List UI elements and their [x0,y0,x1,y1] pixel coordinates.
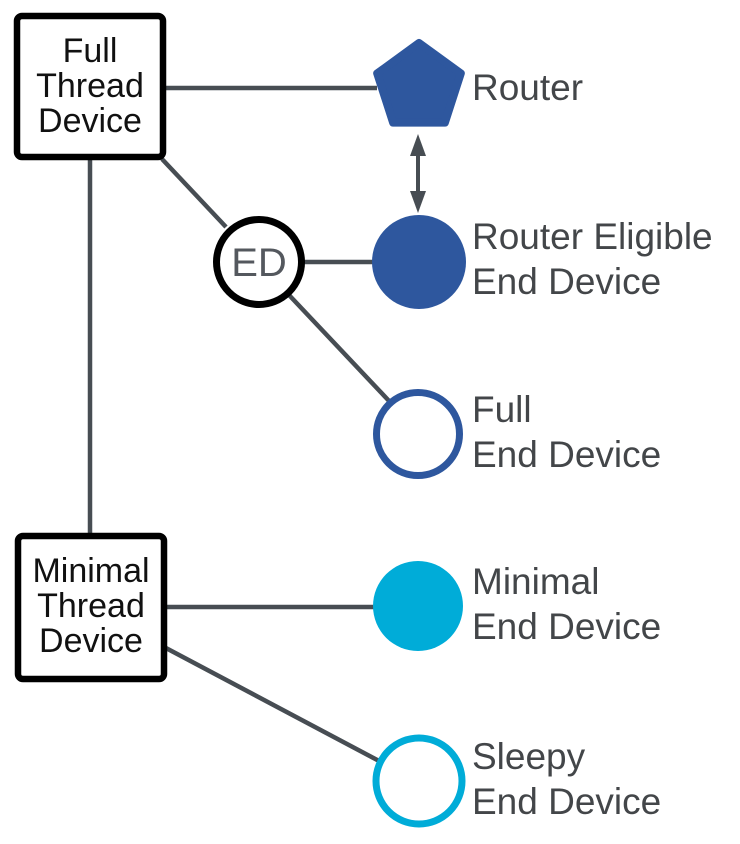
minimal-end-device-node: Minimal End Device [373,561,661,651]
router-node: Router [373,39,583,127]
minimal-thread-device-label-line-2: Thread [37,587,145,625]
router-eligible-end-device-label-line-1: Router Eligible [472,216,713,257]
sleepy-end-device-node: Sleepy End Device [372,734,661,828]
full-thread-device-label-line-1: Full [63,32,118,70]
full-thread-device-node: Full Thread Device [13,12,167,161]
full-end-device-label-line-2: End Device [472,434,661,475]
arrow-head-down-icon [410,191,426,213]
full-end-device-icon [373,389,463,479]
router-label: Router [472,67,583,108]
minimal-thread-device-label-line-1: Minimal [32,552,149,590]
full-thread-device-label-line-2: Thread [36,67,144,105]
ed-circle-icon [213,216,305,308]
minimal-end-device-label-line-2: End Device [472,606,661,647]
connectors [87,85,392,764]
connector-ed-fed [287,293,392,404]
ed-badge-node: ED [213,216,305,308]
router-eligible-end-device-node: Router Eligible End Device [372,215,713,309]
sleepy-end-device-label-line-2: End Device [472,781,661,822]
bidirectional-arrow [410,134,426,213]
full-thread-device-label-line-3: Device [38,102,142,140]
minimal-end-device-icon [373,561,463,651]
router-pentagon-icon [373,39,465,127]
sleepy-end-device-label-line-1: Sleepy [472,736,586,777]
router-eligible-end-device-label-line-2: End Device [472,261,661,302]
arrow-head-up-icon [410,134,426,156]
full-end-device-label-line-1: Full [472,389,532,430]
connector-ftd-ed [160,157,228,229]
connector-mtd-sed [162,645,383,764]
router-eligible-end-device-icon [372,215,466,309]
full-thread-device-box [13,12,167,161]
minimal-end-device-label-line-1: Minimal [472,561,599,602]
sleepy-end-device-icon [372,734,466,828]
minimal-thread-device-label-line-3: Device [39,622,143,660]
minimal-thread-device-box [14,532,168,683]
ed-badge-label: ED [231,241,287,285]
minimal-thread-device-node: Minimal Thread Device [14,532,168,683]
full-end-device-node: Full End Device [373,389,661,479]
